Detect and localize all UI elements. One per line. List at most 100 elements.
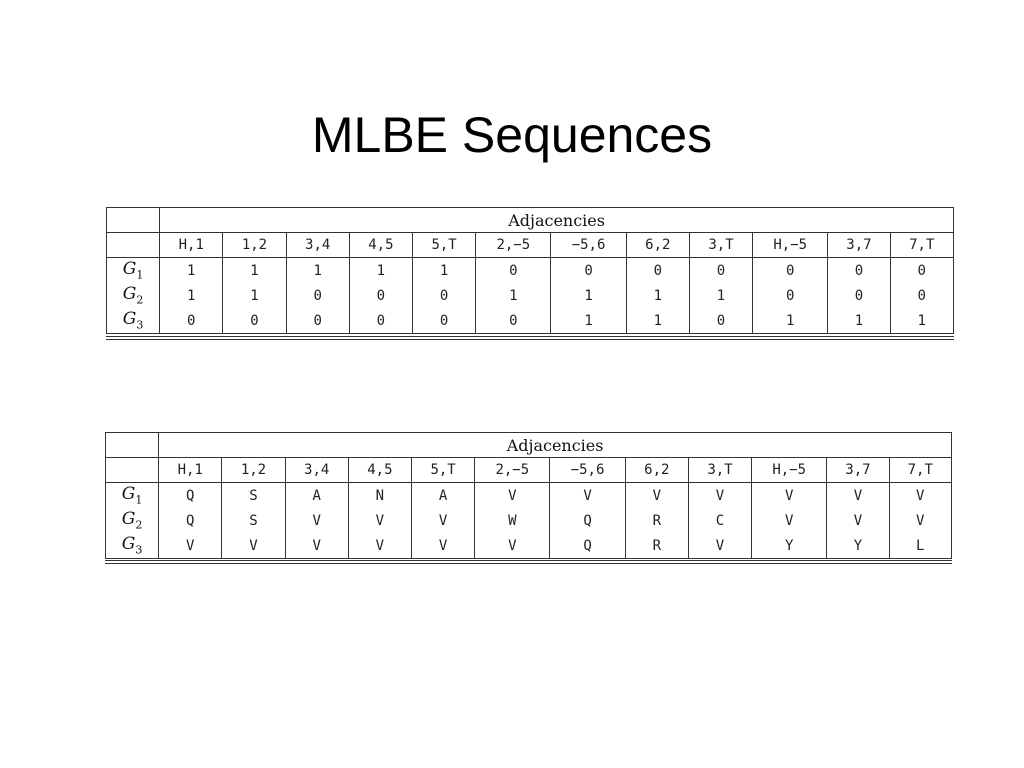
- table-bottom-rule: [105, 560, 952, 564]
- table-cell: 0: [475, 308, 552, 334]
- table-cell: V: [624, 482, 689, 508]
- column-header: 1,2: [222, 232, 287, 258]
- row-label: G3: [104, 533, 160, 559]
- table-row: G2 1 1 0 0 0 1 1 1 1 0 0 0: [105, 283, 955, 308]
- table-cell: 1: [159, 257, 224, 283]
- table-cell: V: [826, 482, 890, 508]
- column-header: 6,2: [625, 232, 690, 258]
- row-label: G1: [104, 482, 160, 508]
- corner-cell: [105, 232, 161, 258]
- table-cell: Y: [751, 533, 828, 559]
- table-cell: 0: [625, 257, 690, 283]
- table-cell: 0: [222, 308, 287, 334]
- column-header: 1,2: [221, 457, 286, 483]
- corner-cell: [104, 432, 160, 458]
- table-cell: 0: [550, 257, 627, 283]
- column-header: 3,T: [687, 457, 753, 483]
- table-cell: 1: [550, 283, 627, 308]
- table-cell: V: [474, 482, 551, 508]
- column-header: 3,T: [688, 232, 754, 258]
- table-cell: V: [347, 508, 412, 533]
- table-header-title: Adjacencies: [159, 207, 954, 233]
- table-cell: V: [687, 482, 753, 508]
- table-cell: 0: [752, 257, 829, 283]
- table-cell: V: [474, 533, 551, 559]
- table-cell: L: [888, 533, 953, 559]
- column-header: 3,4: [284, 457, 349, 483]
- adjacency-binary-table: Adjacencies H,1 1,2 3,4 4,5 5,T 2,−5 −5,…: [105, 207, 955, 334]
- table-cell: 0: [348, 308, 413, 334]
- table-cell: C: [687, 508, 753, 533]
- column-header: 7,T: [888, 457, 953, 483]
- table-cell: S: [221, 482, 286, 508]
- table-cell: 0: [475, 257, 552, 283]
- table-cell: R: [624, 508, 689, 533]
- table-cell: 1: [827, 308, 891, 334]
- column-header: −5,6: [549, 457, 626, 483]
- table-cell: 1: [625, 283, 690, 308]
- table-row: G2 Q S V V V W Q R C V V V: [104, 508, 953, 533]
- column-header: 2,−5: [474, 457, 551, 483]
- column-header: 3,4: [285, 232, 350, 258]
- column-header: H,−5: [751, 457, 828, 483]
- table-cell: 1: [348, 257, 413, 283]
- row-label: G2: [104, 508, 160, 533]
- table-cell: V: [284, 508, 349, 533]
- table-row: G1 Q S A N A V V V V V V V: [104, 482, 953, 508]
- column-header: −5,6: [550, 232, 627, 258]
- column-header: 4,5: [348, 232, 413, 258]
- table-cell: V: [687, 533, 753, 559]
- table-cell: 1: [752, 308, 829, 334]
- table-cell: 1: [285, 257, 350, 283]
- table-row: G3 V V V V V V Q R V Y Y L: [104, 533, 953, 559]
- table-cell: 1: [222, 257, 287, 283]
- table-cell: A: [284, 482, 349, 508]
- column-header: 5,T: [410, 457, 476, 483]
- column-header: 5,T: [411, 232, 477, 258]
- table-cell: 1: [688, 283, 754, 308]
- column-header: H,−5: [752, 232, 829, 258]
- table-cell: 0: [411, 308, 477, 334]
- table-cell: R: [624, 533, 689, 559]
- table-cell: 0: [827, 283, 891, 308]
- corner-cell: [104, 457, 160, 483]
- table-row: G1 1 1 1 1 1 0 0 0 0 0 0 0: [105, 257, 955, 283]
- table-cell: 1: [889, 308, 955, 334]
- table-cell: V: [549, 482, 626, 508]
- table-cell: 0: [889, 257, 955, 283]
- table-cell: 0: [827, 257, 891, 283]
- table-cell: Q: [158, 508, 223, 533]
- table-cell: V: [826, 508, 890, 533]
- table-cell: A: [410, 482, 476, 508]
- table-cell: S: [221, 508, 286, 533]
- column-header: 4,5: [347, 457, 412, 483]
- table-cell: V: [751, 508, 828, 533]
- row-label: G1: [105, 257, 161, 283]
- table-cell: 0: [285, 283, 350, 308]
- row-label: G3: [105, 308, 161, 334]
- table-cell: 0: [752, 283, 829, 308]
- table-cell: 0: [688, 308, 754, 334]
- table-cell: 0: [688, 257, 754, 283]
- table-bottom-rule: [106, 336, 954, 340]
- table-cell: 0: [285, 308, 350, 334]
- table-cell: 1: [475, 283, 552, 308]
- table-cell: V: [410, 508, 476, 533]
- table-cell: 1: [159, 283, 224, 308]
- table-cell: 1: [550, 308, 627, 334]
- table-cell: V: [158, 533, 223, 559]
- table-cell: 0: [889, 283, 955, 308]
- table-cell: Y: [826, 533, 890, 559]
- adjacency-sequence-table: Adjacencies H,1 1,2 3,4 4,5 5,T 2,−5 −5,…: [104, 432, 953, 559]
- table-cell: V: [410, 533, 476, 559]
- table-cell: Q: [549, 533, 626, 559]
- column-header: 6,2: [624, 457, 689, 483]
- column-header: 7,T: [889, 232, 955, 258]
- table-cell: V: [284, 533, 349, 559]
- table-cell: 0: [348, 283, 413, 308]
- table-cell: 0: [159, 308, 224, 334]
- column-header: H,1: [159, 232, 224, 258]
- table-cell: 0: [411, 283, 477, 308]
- column-header: 3,7: [826, 457, 890, 483]
- table-cell: V: [888, 508, 953, 533]
